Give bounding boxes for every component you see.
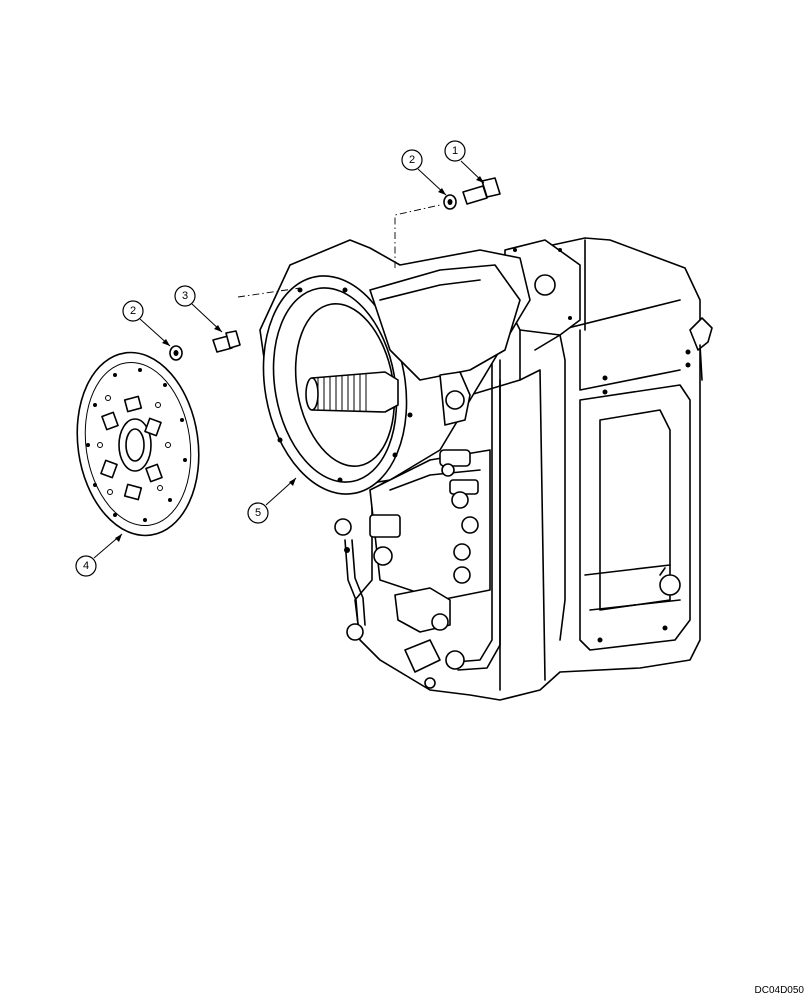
drive-plate [76, 351, 200, 537]
callout-5: 5 [247, 477, 297, 524]
callout-2-top: 2 [401, 149, 447, 196]
bolt-1 [462, 177, 501, 205]
centerline-top [394, 204, 441, 268]
bell-housing [259, 239, 531, 495]
washer-left [169, 345, 183, 361]
washer-top [443, 194, 457, 210]
callout-4-label: 4 [83, 560, 89, 572]
callout-2-left-label: 2 [130, 305, 136, 317]
bolt-3 [212, 330, 241, 353]
callout-2-left: 2 [122, 300, 171, 347]
callout-3-label: 3 [182, 290, 188, 302]
figure-code: DC04D050 [754, 985, 804, 996]
callout-1-label: 1 [452, 145, 458, 157]
callout-1: 1 [444, 140, 485, 184]
callout-4: 4 [75, 533, 123, 577]
callout-3: 3 [174, 285, 223, 333]
callout-2-top-label: 2 [409, 154, 415, 166]
callout-5-label: 5 [255, 507, 261, 519]
centerline-left [237, 287, 301, 298]
control-valve-block [334, 449, 491, 689]
